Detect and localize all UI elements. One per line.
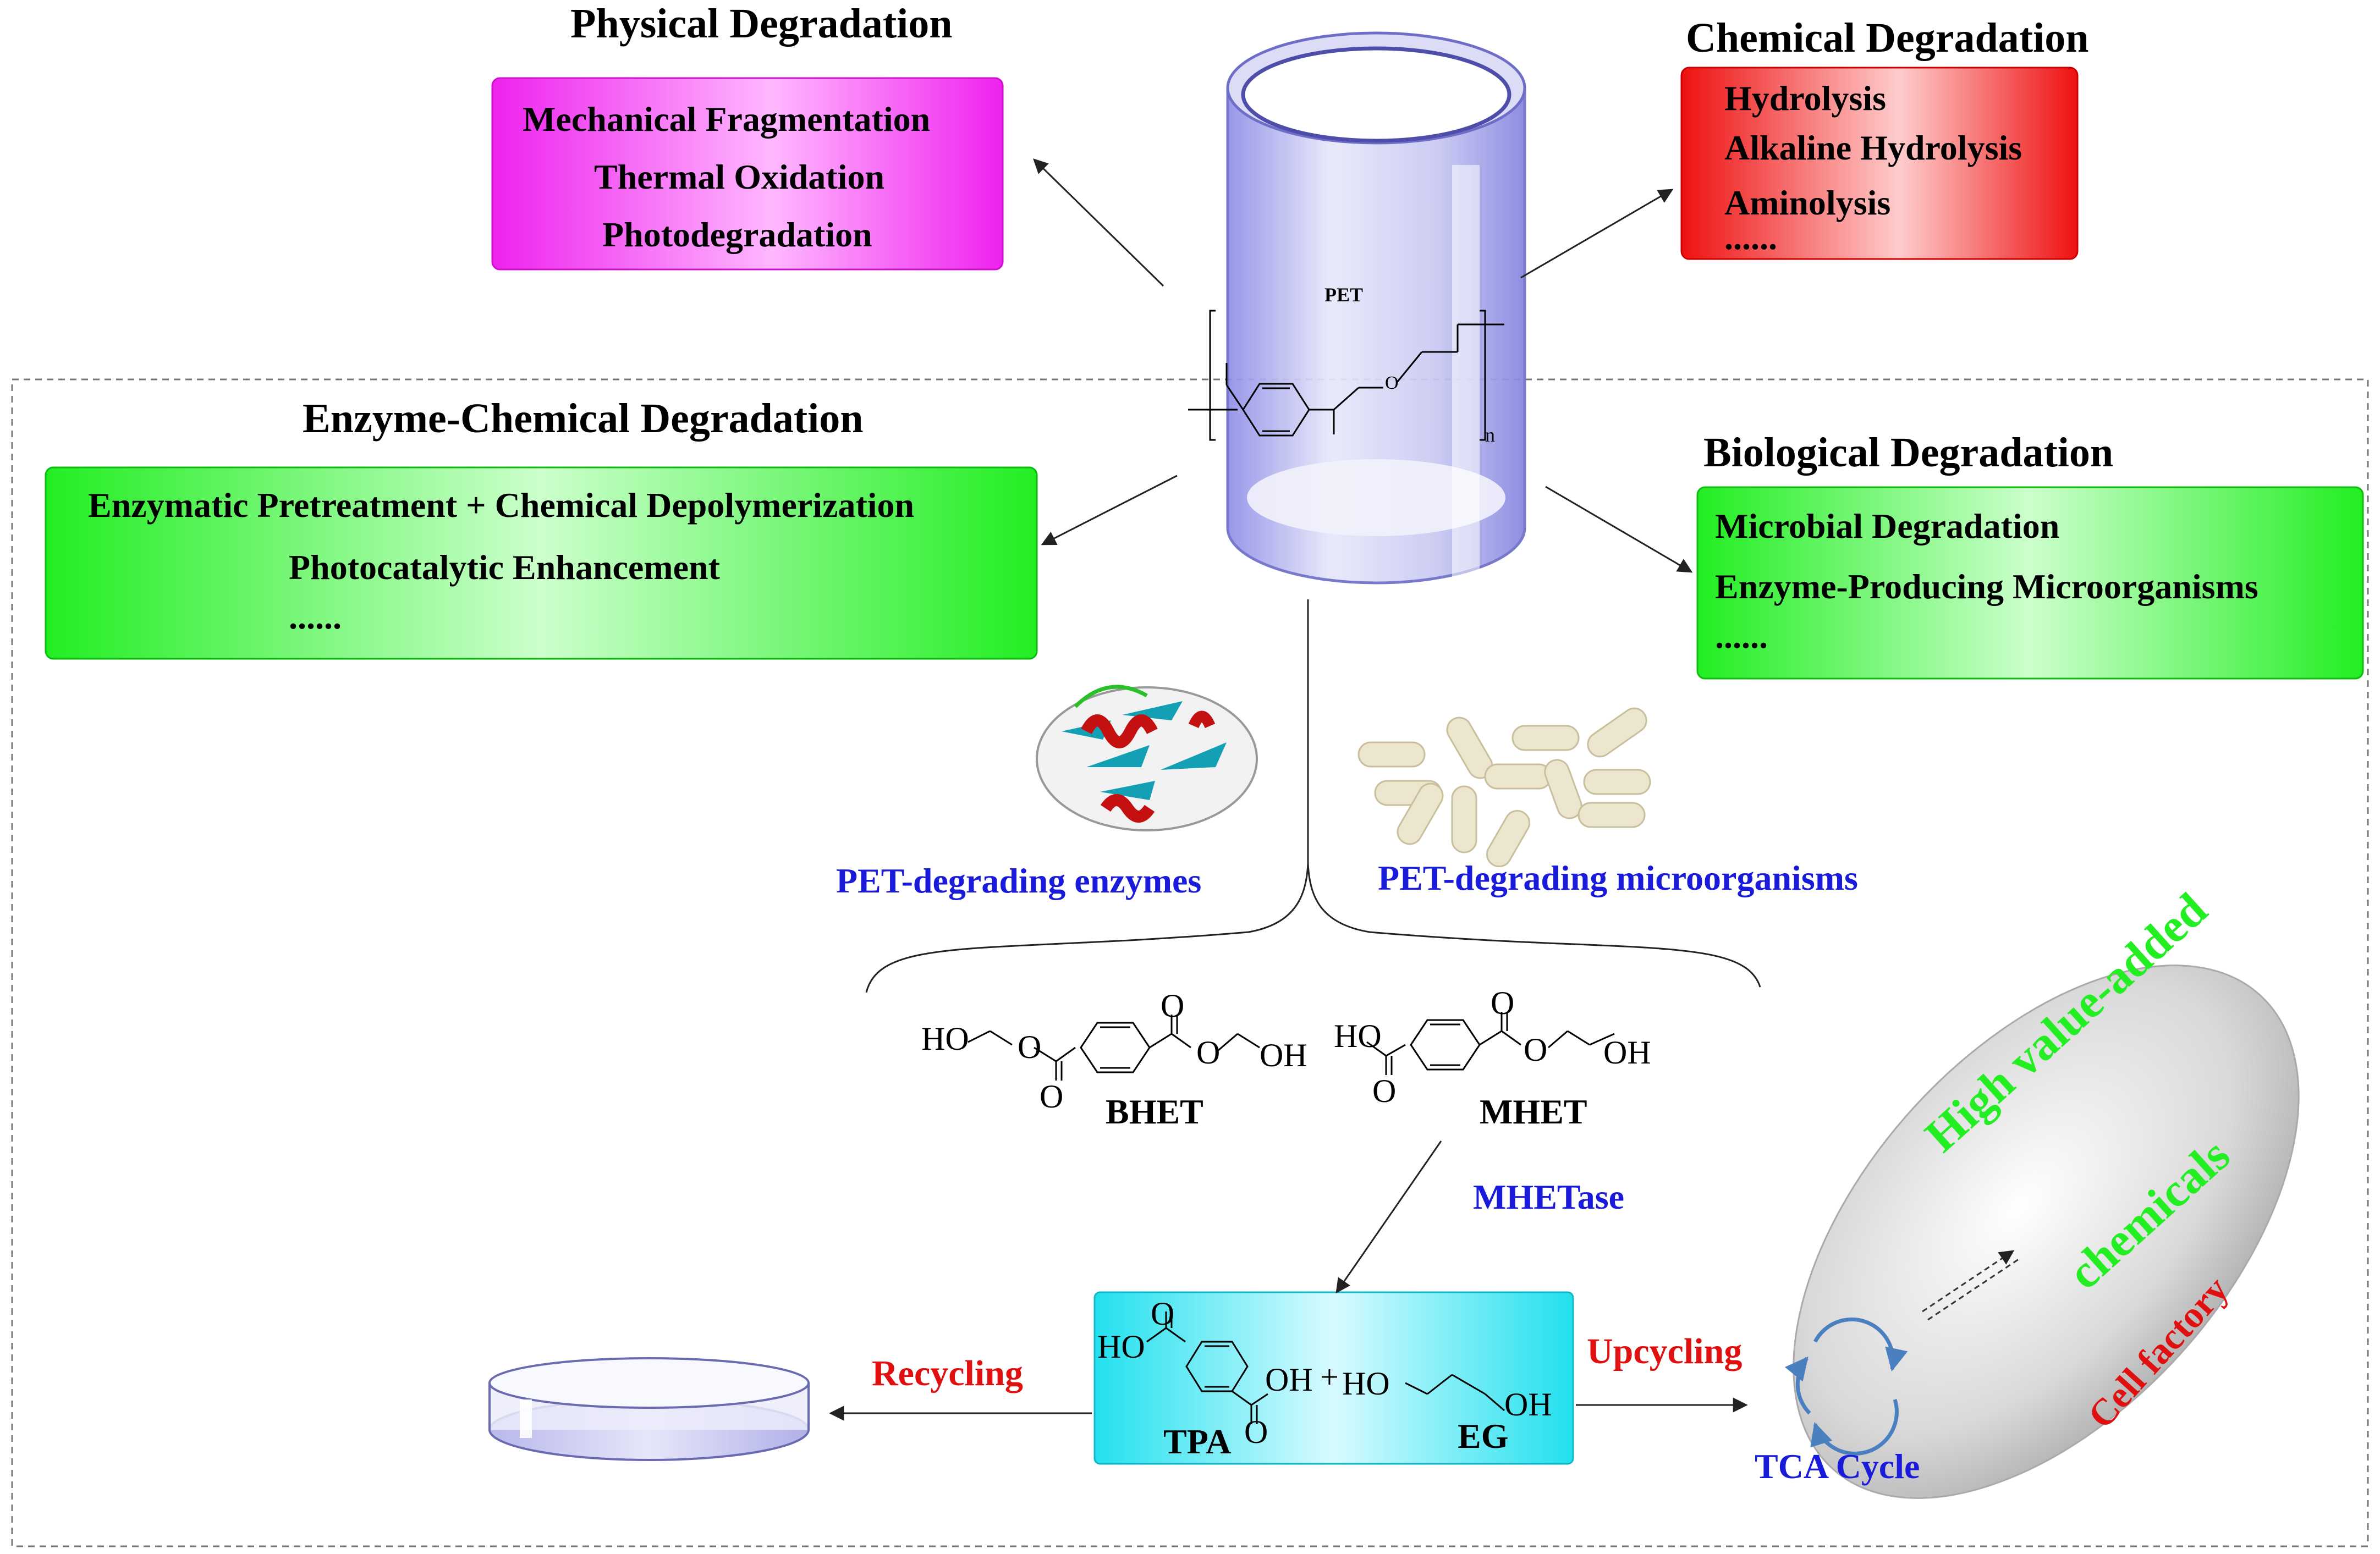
mhet-o: O <box>1491 985 1515 1021</box>
enzyme-protein-image <box>1036 685 1258 831</box>
tpa-eg-box-bg <box>1093 1291 1574 1465</box>
bhet-label: BHET <box>1106 1092 1203 1131</box>
mhet-structure <box>1366 1012 1615 1075</box>
pet-degrading-microorganisms-label: PET-degrading microorganisms <box>1378 858 1858 897</box>
physical-item: Thermal Oxidation <box>594 157 885 196</box>
plus-sign: + <box>1320 1359 1339 1395</box>
chemical-degradation-title: Chemical Degradation <box>1686 15 2089 61</box>
mhetase-label: MHETase <box>1473 1177 1624 1216</box>
pet-structure <box>1188 310 1504 441</box>
eg-structure <box>1405 1374 1505 1412</box>
mhetase-arrow <box>1335 1140 1442 1294</box>
split-brace <box>865 863 1761 993</box>
biological-item: Microbial Degradation <box>1715 506 2060 545</box>
bhet-o: O <box>1040 1078 1064 1115</box>
enzyme-chemical-item: Enzymatic Pretreatment + Chemical Depoly… <box>88 486 915 525</box>
pet-arrows <box>1033 158 1693 863</box>
tpa-o: O <box>1151 1296 1175 1332</box>
physical-degradation-title: Physical Degradation <box>570 1 953 47</box>
pet-repeat-n: n <box>1485 424 1495 446</box>
tca-cycle-icon <box>1784 1317 1908 1456</box>
tca-cycle-label: TCA Cycle <box>1755 1447 1920 1486</box>
tpa-structure <box>1146 1311 1268 1424</box>
tpa-oh: OH <box>1265 1362 1313 1398</box>
biological-item: Enzyme-Producing Microorganisms <box>1715 567 2258 606</box>
biological-box-bg <box>1696 486 2364 680</box>
mhet-label: MHET <box>1480 1092 1587 1131</box>
chemical-item: ...... <box>1724 218 1777 257</box>
microorganisms-image <box>1357 707 1651 868</box>
chemical-item: Aminolysis <box>1724 183 1891 222</box>
chemical-item: Hydrolysis <box>1724 79 1886 118</box>
bhet-o: O <box>1196 1034 1221 1071</box>
lower-section-frame <box>11 378 2369 1547</box>
upcycling-label: Upcycling <box>1587 1331 1743 1371</box>
tpa-o: O <box>1244 1414 1268 1450</box>
physical-box-bg <box>491 77 1004 271</box>
bhet-ho: HO <box>921 1021 969 1057</box>
recycling-label: Recycling <box>872 1353 1023 1393</box>
enzyme-chemical-box-bg <box>45 466 1038 660</box>
pet-label: PET <box>1324 284 1364 306</box>
cell-factory-ellipse <box>1793 965 2300 1499</box>
eg-ho: HO <box>1342 1365 1390 1402</box>
physical-item: Photodegradation <box>602 215 872 254</box>
eg-label: EG <box>1458 1417 1509 1456</box>
pet-degrading-enzymes-label: PET-degrading enzymes <box>836 861 1202 900</box>
chemical-item: Alkaline Hydrolysis <box>1724 128 2022 167</box>
physical-item: Mechanical Fragmentation <box>523 100 931 139</box>
enzyme-chemical-item: ...... <box>289 597 342 636</box>
tpa-ho: HO <box>1097 1329 1145 1365</box>
biological-degradation-title: Biological Degradation <box>1703 429 2114 476</box>
biological-item: ...... <box>1715 616 1768 655</box>
chemical-box-bg <box>1680 67 2079 260</box>
mhet-ho: HO <box>1334 1018 1382 1054</box>
bhet-o: O <box>1018 1029 1042 1065</box>
tpa-label: TPA <box>1163 1422 1232 1461</box>
mhet-o: O <box>1372 1073 1397 1109</box>
bhet-oh: OH <box>1260 1037 1307 1073</box>
enzyme-chemical-item: Photocatalytic Enhancement <box>289 548 720 587</box>
pet-atom-o: O <box>1385 373 1399 393</box>
mhet-oh: OH <box>1603 1034 1651 1071</box>
pet-cylinder <box>1226 31 1526 594</box>
petri-dish <box>488 1357 810 1461</box>
bhet-structure <box>968 1015 1260 1081</box>
bhet-o: O <box>1161 988 1185 1024</box>
mhet-o: O <box>1524 1032 1548 1068</box>
eg-oh: OH <box>1504 1386 1552 1423</box>
enzyme-chemical-degradation-title: Enzyme-Chemical Degradation <box>303 395 864 442</box>
